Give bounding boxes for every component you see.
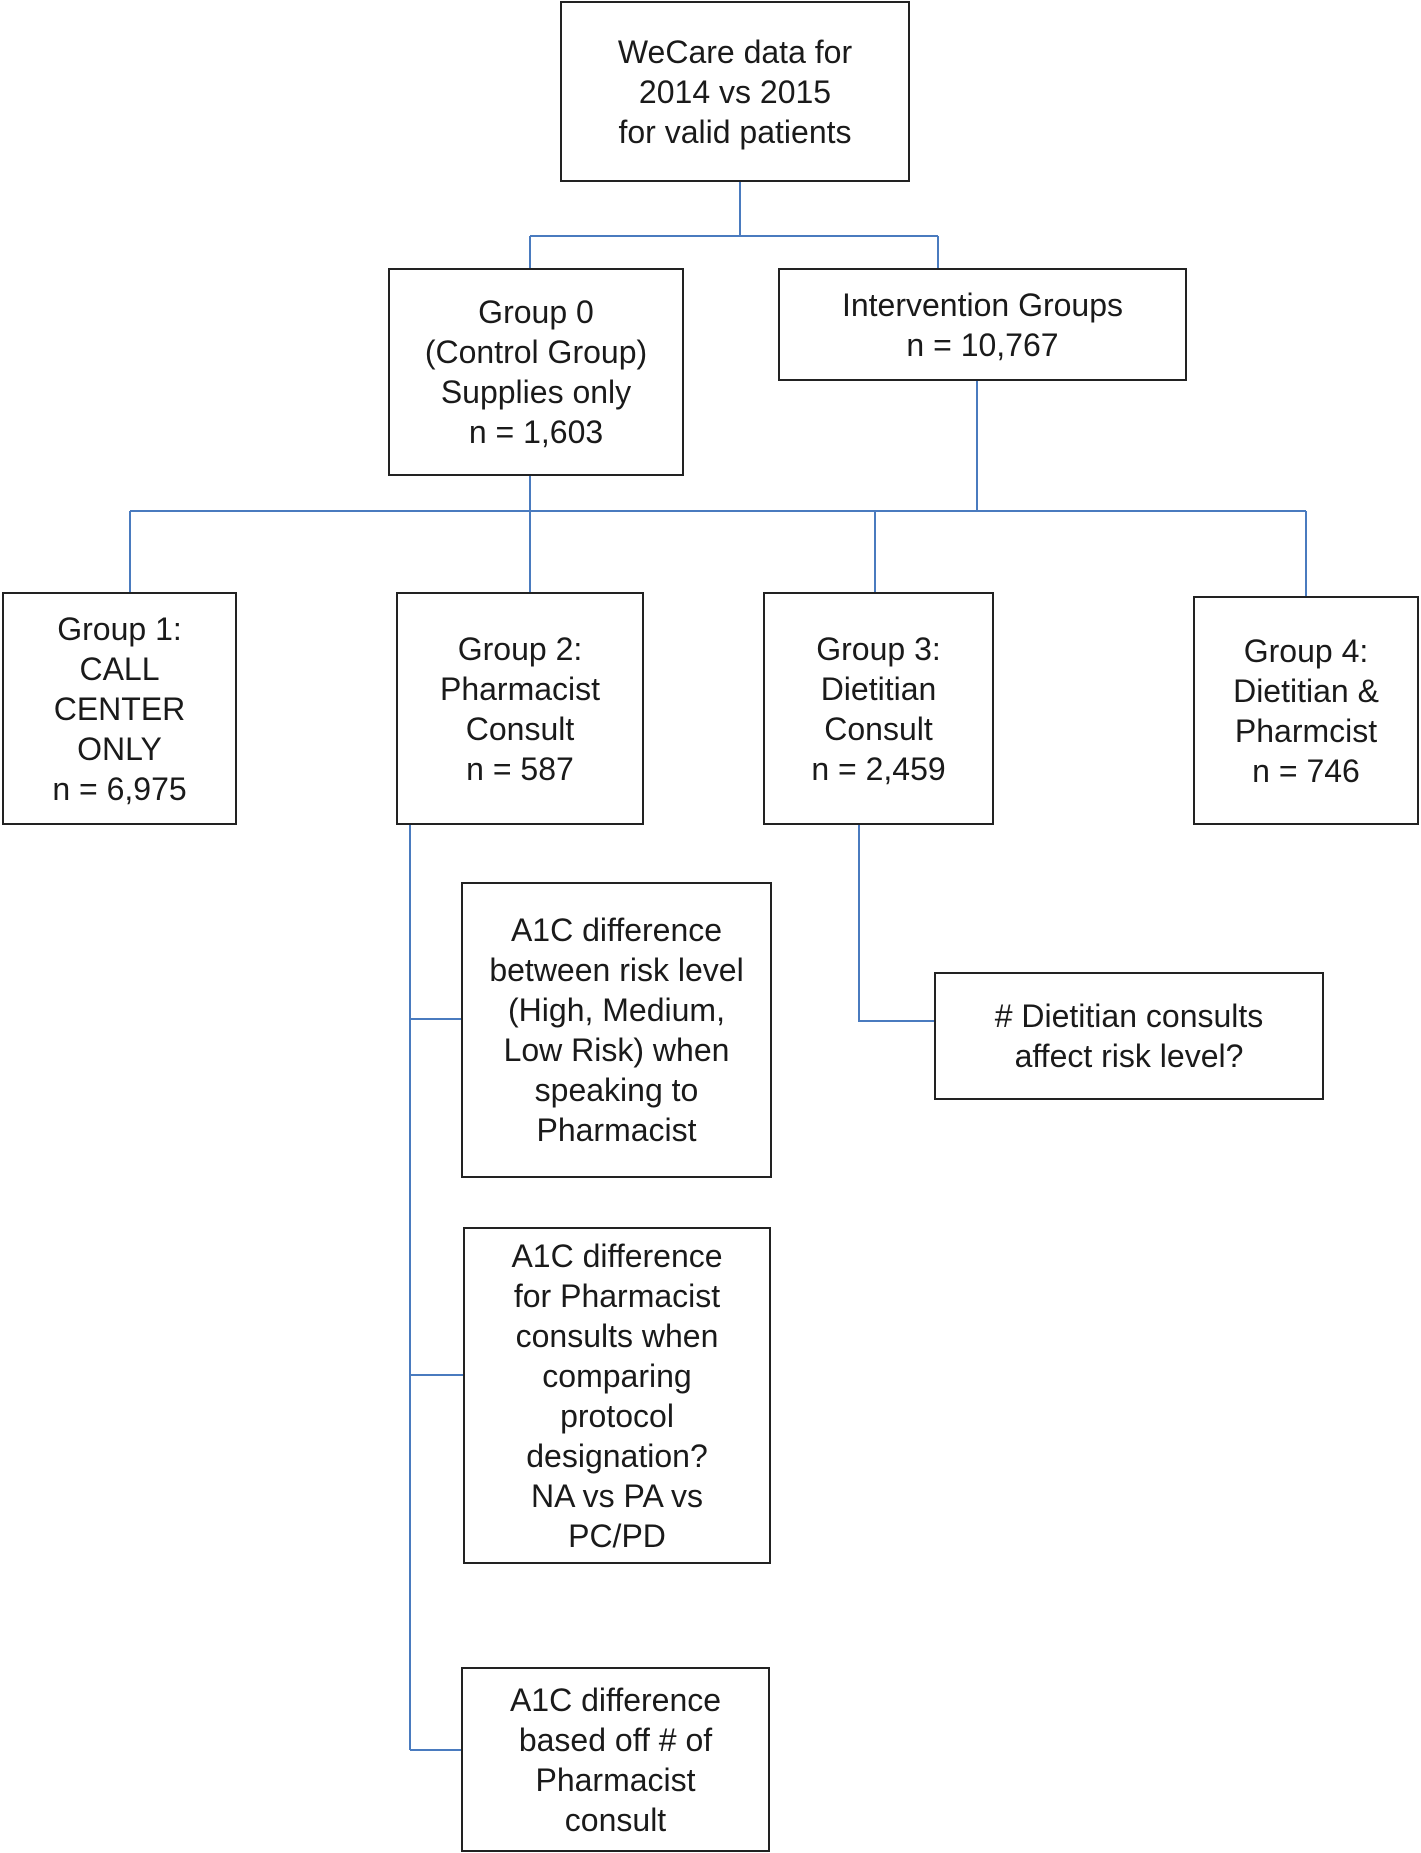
- question-risk-line: Low Risk) when: [503, 1032, 730, 1068]
- group-2-pharmacist-node: Group 2: Pharmacist Consult n = 587: [396, 592, 644, 825]
- group-2-line: Consult: [465, 710, 575, 747]
- question-risk-level-node: A1C difference between risk level (High,…: [461, 882, 772, 1178]
- question-count-line: A1C difference: [509, 1681, 722, 1718]
- group-0-line: (Control Group): [424, 334, 648, 370]
- connector-line: [858, 825, 934, 1022]
- group-1-call-center-node: Group 1: CALL CENTER ONLY n = 6,975: [2, 592, 237, 825]
- group-0-line: n = 1,603: [468, 414, 604, 450]
- question-risk-line: Pharmacist: [536, 1112, 697, 1148]
- question-protocol-node: A1C difference for Pharmacist consults w…: [463, 1227, 771, 1564]
- question-consult-count-node: A1C difference based off # of Pharmacist…: [461, 1667, 770, 1852]
- group-4-dietitian-pharmacist-node: Group 4: Dietitian & Pharmcist n = 746: [1193, 596, 1419, 825]
- question-count-line: Pharmacist: [535, 1761, 696, 1798]
- group-4-line: n = 746: [1252, 752, 1360, 789]
- group-3-line: Group 3:: [816, 630, 941, 667]
- question-risk-line: A1C difference: [510, 912, 723, 948]
- group-4-line: Pharmcist: [1234, 712, 1378, 749]
- question-protocol-line: consults when: [515, 1317, 719, 1354]
- root-node-line: WeCare data for: [617, 33, 853, 70]
- group-3-line: n = 2,459: [811, 750, 946, 787]
- intervention-line: Intervention Groups: [841, 286, 1124, 323]
- group-2-line: Group 2:: [457, 630, 583, 667]
- question-protocol-line: designation?: [526, 1437, 708, 1474]
- question-risk-line: between risk level: [489, 952, 744, 988]
- question-dietitian-consults-node: # Dietitian consults affect risk level?: [934, 972, 1324, 1100]
- root-node-line: for valid patients: [618, 113, 852, 150]
- question-dietitian-line: affect risk level?: [1014, 1038, 1244, 1074]
- root-node-wecare-data: WeCare data for 2014 vs 2015 for valid p…: [560, 1, 910, 182]
- question-risk-line: speaking to: [534, 1072, 699, 1108]
- group-1-line: Group 1:: [57, 610, 182, 647]
- intervention-line: n = 10,767: [906, 326, 1059, 363]
- question-risk-line: (High, Medium,: [508, 992, 725, 1028]
- group-1-line: ONLY: [77, 730, 162, 767]
- question-protocol-line: comparing: [542, 1357, 692, 1394]
- group-4-line: Dietitian &: [1233, 672, 1379, 709]
- question-protocol-line: A1C difference: [511, 1237, 723, 1274]
- question-protocol-line: protocol: [560, 1397, 674, 1434]
- question-dietitian-line: # Dietitian consults: [994, 998, 1264, 1034]
- question-count-line: based off # of: [518, 1721, 713, 1758]
- group-1-line: CALL: [79, 650, 160, 687]
- group-2-line: Pharmacist: [439, 670, 601, 707]
- group-0-line: Group 0: [478, 294, 594, 330]
- question-protocol-line: for Pharmacist: [513, 1277, 721, 1314]
- group-1-line: n = 6,975: [52, 770, 187, 807]
- root-node-line: 2014 vs 2015: [638, 73, 832, 110]
- group-0-control-node: Group 0 (Control Group) Supplies only n …: [388, 268, 684, 476]
- group-3-dietitian-node: Group 3: Dietitian Consult n = 2,459: [763, 592, 994, 825]
- group-2-line: n = 587: [466, 750, 574, 787]
- intervention-groups-node: Intervention Groups n = 10,767: [778, 268, 1187, 381]
- group-3-line: Dietitian: [820, 670, 937, 707]
- question-protocol-line: NA vs PA vs: [531, 1477, 703, 1514]
- group-1-line: CENTER: [53, 690, 186, 727]
- group-4-line: Group 4:: [1243, 632, 1369, 669]
- question-protocol-line: PC/PD: [568, 1517, 666, 1554]
- group-0-line: Supplies only: [440, 374, 632, 410]
- group-3-line: Consult: [824, 710, 933, 747]
- question-count-line: consult: [564, 1801, 667, 1838]
